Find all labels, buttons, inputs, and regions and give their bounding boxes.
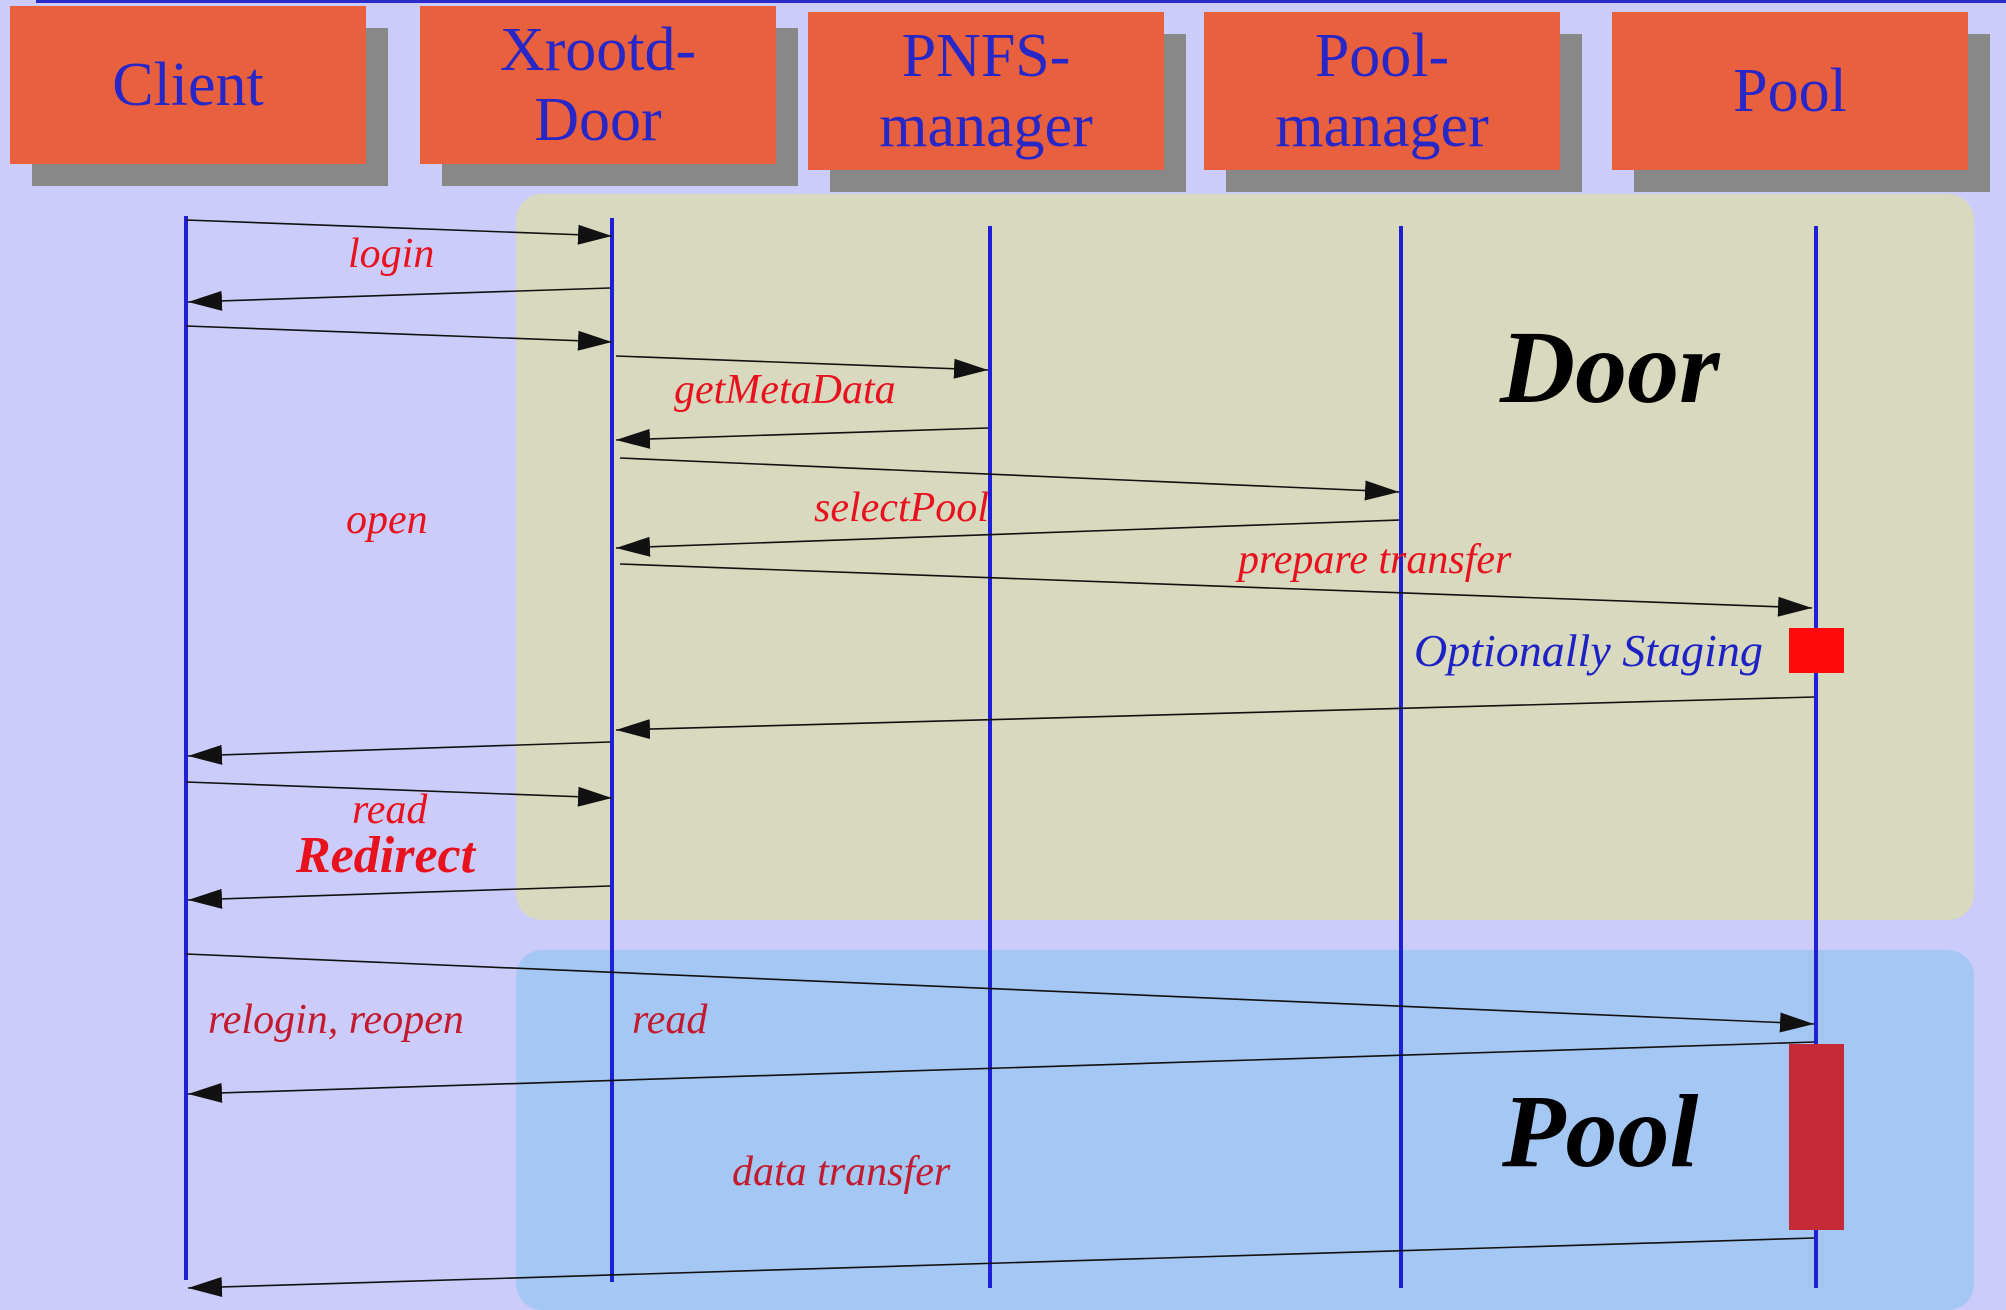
- prepare-transfer-label: prepare transfer: [1238, 537, 1512, 583]
- arrow-redirect-reply: [187, 885, 611, 909]
- pool-manager-box: Pool- manager: [1204, 12, 1560, 170]
- redirect-label: Redirect: [296, 827, 476, 884]
- pool-read-label: read: [632, 997, 708, 1043]
- client-box: Client: [10, 6, 366, 164]
- pnfs-manager-box: PNFS- manager: [808, 12, 1164, 170]
- data-transfer-bar: [1789, 1044, 1844, 1230]
- get-meta-data-label: getMetaData: [674, 367, 896, 413]
- top-border: [36, 0, 2006, 3]
- door-region-title: Door: [1500, 310, 1720, 425]
- arrow-selectpool-reply: [615, 519, 1400, 557]
- arrow-pool-read-reply: [187, 1041, 1815, 1103]
- door-region: [516, 194, 1974, 920]
- read-label: read: [352, 787, 428, 833]
- pool-region: [516, 950, 1974, 1310]
- arrow-pool-reply: [615, 696, 1815, 740]
- arrow-data-transfer: [187, 1237, 1815, 1297]
- data-transfer-label: data transfer: [732, 1149, 951, 1195]
- staging-marker: [1789, 628, 1844, 673]
- arrow-login-reply: [187, 287, 611, 311]
- optionally-staging-label: Optionally Staging: [1414, 625, 1763, 676]
- login-label: login: [348, 231, 435, 277]
- arrow-getmetadata-request: [615, 355, 989, 379]
- arrow-open-request: [185, 325, 613, 351]
- arrow-relogin-to-pool: [185, 953, 1815, 1033]
- arrow-selectpool-request: [619, 457, 1400, 501]
- arrow-login-request: [185, 219, 613, 245]
- arrow-prepare-transfer: [619, 563, 1813, 617]
- pool-box: Pool: [1612, 12, 1968, 170]
- xrootd-door-box: Xrootd- Door: [420, 6, 776, 164]
- arrow-getmetadata-reply: [615, 427, 989, 449]
- relogin-reopen-label: relogin, reopen: [208, 997, 464, 1043]
- arrow-read-request: [185, 781, 613, 807]
- open-label: open: [346, 497, 428, 543]
- select-pool-label: selectPool: [814, 485, 989, 531]
- arrow-open-reply: [187, 741, 611, 765]
- pool-region-title: Pool: [1502, 1074, 1699, 1189]
